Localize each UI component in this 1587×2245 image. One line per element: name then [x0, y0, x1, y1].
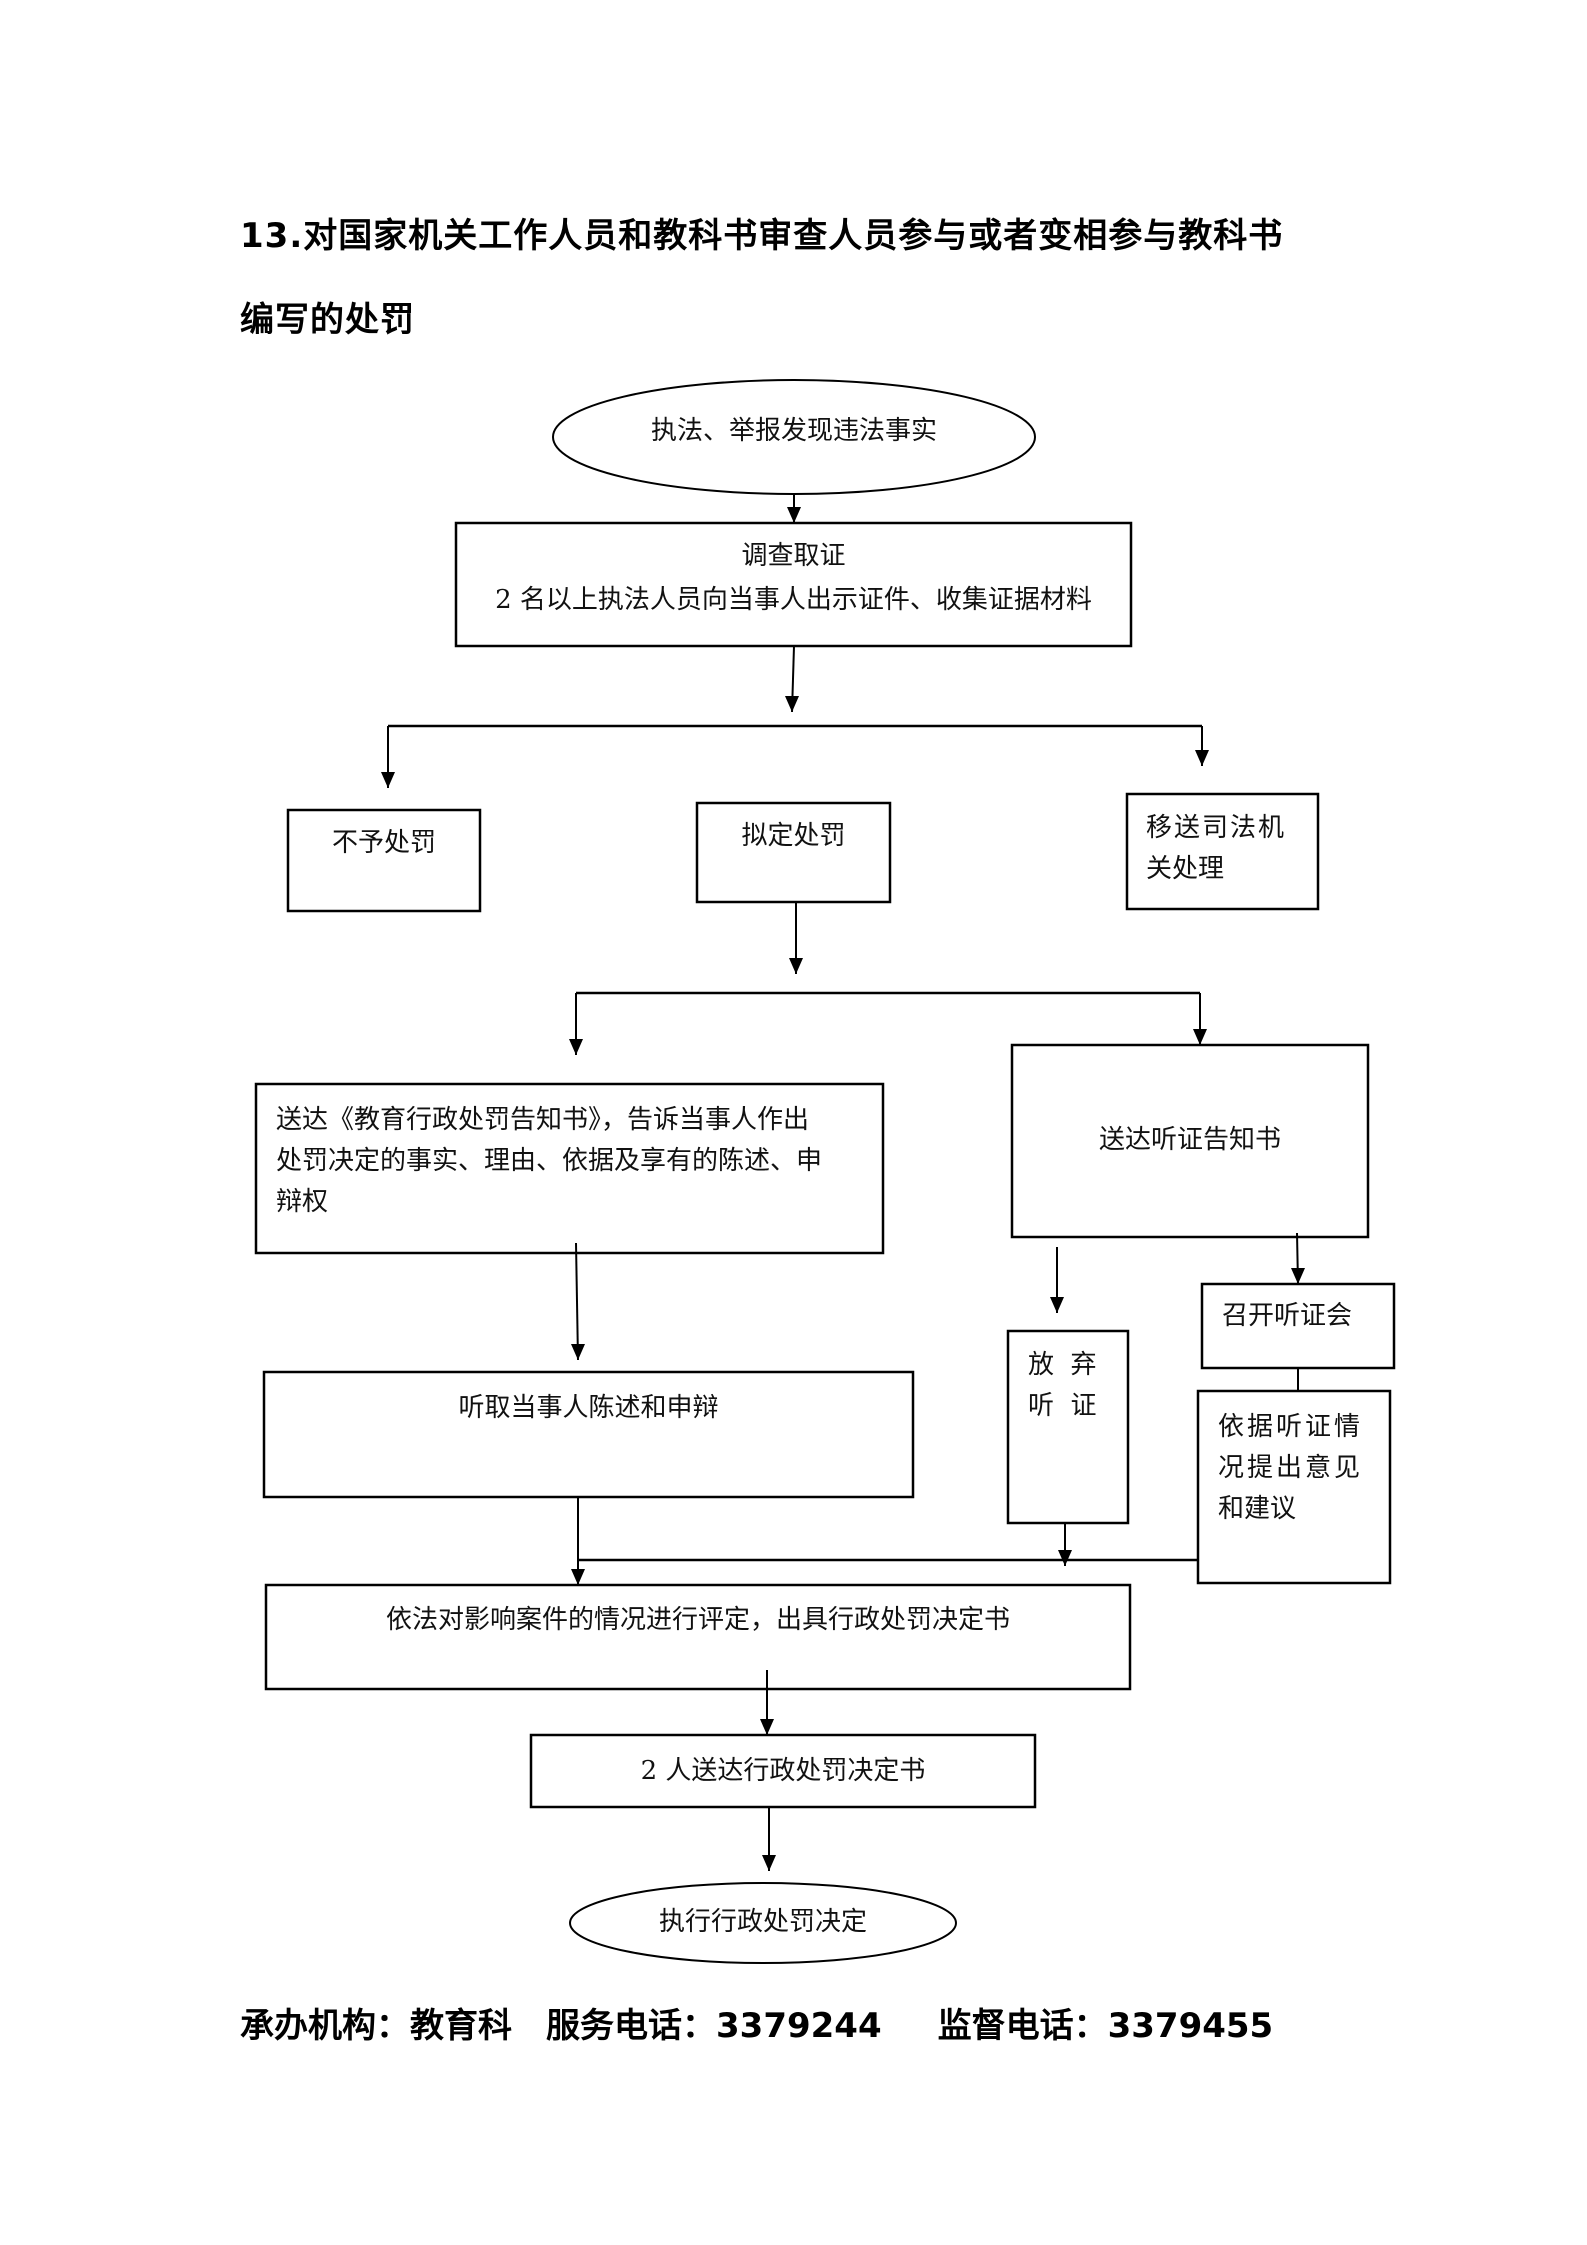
start-label: 执法、举报发现违法事实: [650, 416, 937, 446]
arrow-notice-to-listen: [571, 1242, 585, 1361]
service-phone: 3379244: [716, 2006, 882, 2046]
waive-hearing-node: [1006, 1329, 1130, 1525]
opinion-line-1: 依据听证情: [1218, 1412, 1364, 1442]
propose-penalty-node: [695, 801, 892, 904]
transfer-node: [1125, 792, 1320, 911]
investigate-desc: 2 名以上执法人员向当事人出示证件、收集证据材料: [495, 585, 1092, 615]
decision-label: 依法对影响案件的情况进行评定，出具行政处罚决定书: [385, 1605, 1010, 1635]
end-label: 执行行政处罚决定: [658, 1907, 867, 1937]
arrow-to-hold: [1291, 1232, 1305, 1285]
opinion-line-2: 况提出意见: [1218, 1453, 1364, 1483]
propose-penalty-label: 拟定处罚: [741, 821, 846, 851]
waive-hearing-line-1: 放 弃: [1028, 1350, 1097, 1380]
hearing-notice-label: 送达听证告知书: [1098, 1125, 1281, 1155]
footer-contact: 承办机构：教育科服务电话：3379244 监督电话：3379455: [240, 1998, 1273, 2047]
notice-node: [254, 1082, 885, 1255]
org-name: 教育科: [410, 2006, 512, 2046]
service-phone-label: 服务电话：: [546, 2006, 716, 2046]
no-penalty-label: 不予处罚: [331, 828, 436, 858]
deliver-node: [529, 1733, 1037, 1809]
investigate-title: 调查取证: [741, 541, 846, 571]
supervise-phone-label: 监督电话：: [937, 2006, 1108, 2046]
notice-line-3: 辩权: [276, 1187, 329, 1217]
opinion-line-3: 和建议: [1218, 1494, 1297, 1524]
no-penalty-node: [286, 808, 482, 913]
end-node: [569, 1882, 957, 1964]
transfer-label-line-2: 关处理: [1146, 854, 1225, 884]
notice-line-1: 送达《教育行政处罚告知书》，告诉当事人作出: [276, 1105, 810, 1135]
notice-line-2: 处罚决定的事实、理由、依据及享有的陈述、申: [276, 1146, 823, 1176]
hearing-notice-node: [1010, 1043, 1370, 1239]
arrow-investigate-down: [785, 645, 799, 713]
supervise-phone: 3379455: [1107, 2006, 1274, 2046]
listen-label: 听取当事人陈述和申辩: [458, 1393, 719, 1423]
page-title-line-2: 编写的处罚: [240, 300, 415, 340]
opinion-node: [1196, 1389, 1392, 1585]
deliver-label: 2 人送达行政处罚决定书: [640, 1756, 926, 1786]
listen-node: [262, 1370, 915, 1499]
hold-hearing-label: 召开听证会: [1222, 1301, 1353, 1331]
org-label: 承办机构：: [240, 2006, 410, 2046]
transfer-label-line-1: 移送司法机: [1146, 813, 1287, 843]
decision-node: [264, 1583, 1132, 1691]
waive-hearing-line-2: 听 证: [1028, 1391, 1097, 1421]
page-title-line-1: 13.对国家机关工作人员和教科书审查人员参与或者变相参与教科书: [240, 216, 1284, 256]
